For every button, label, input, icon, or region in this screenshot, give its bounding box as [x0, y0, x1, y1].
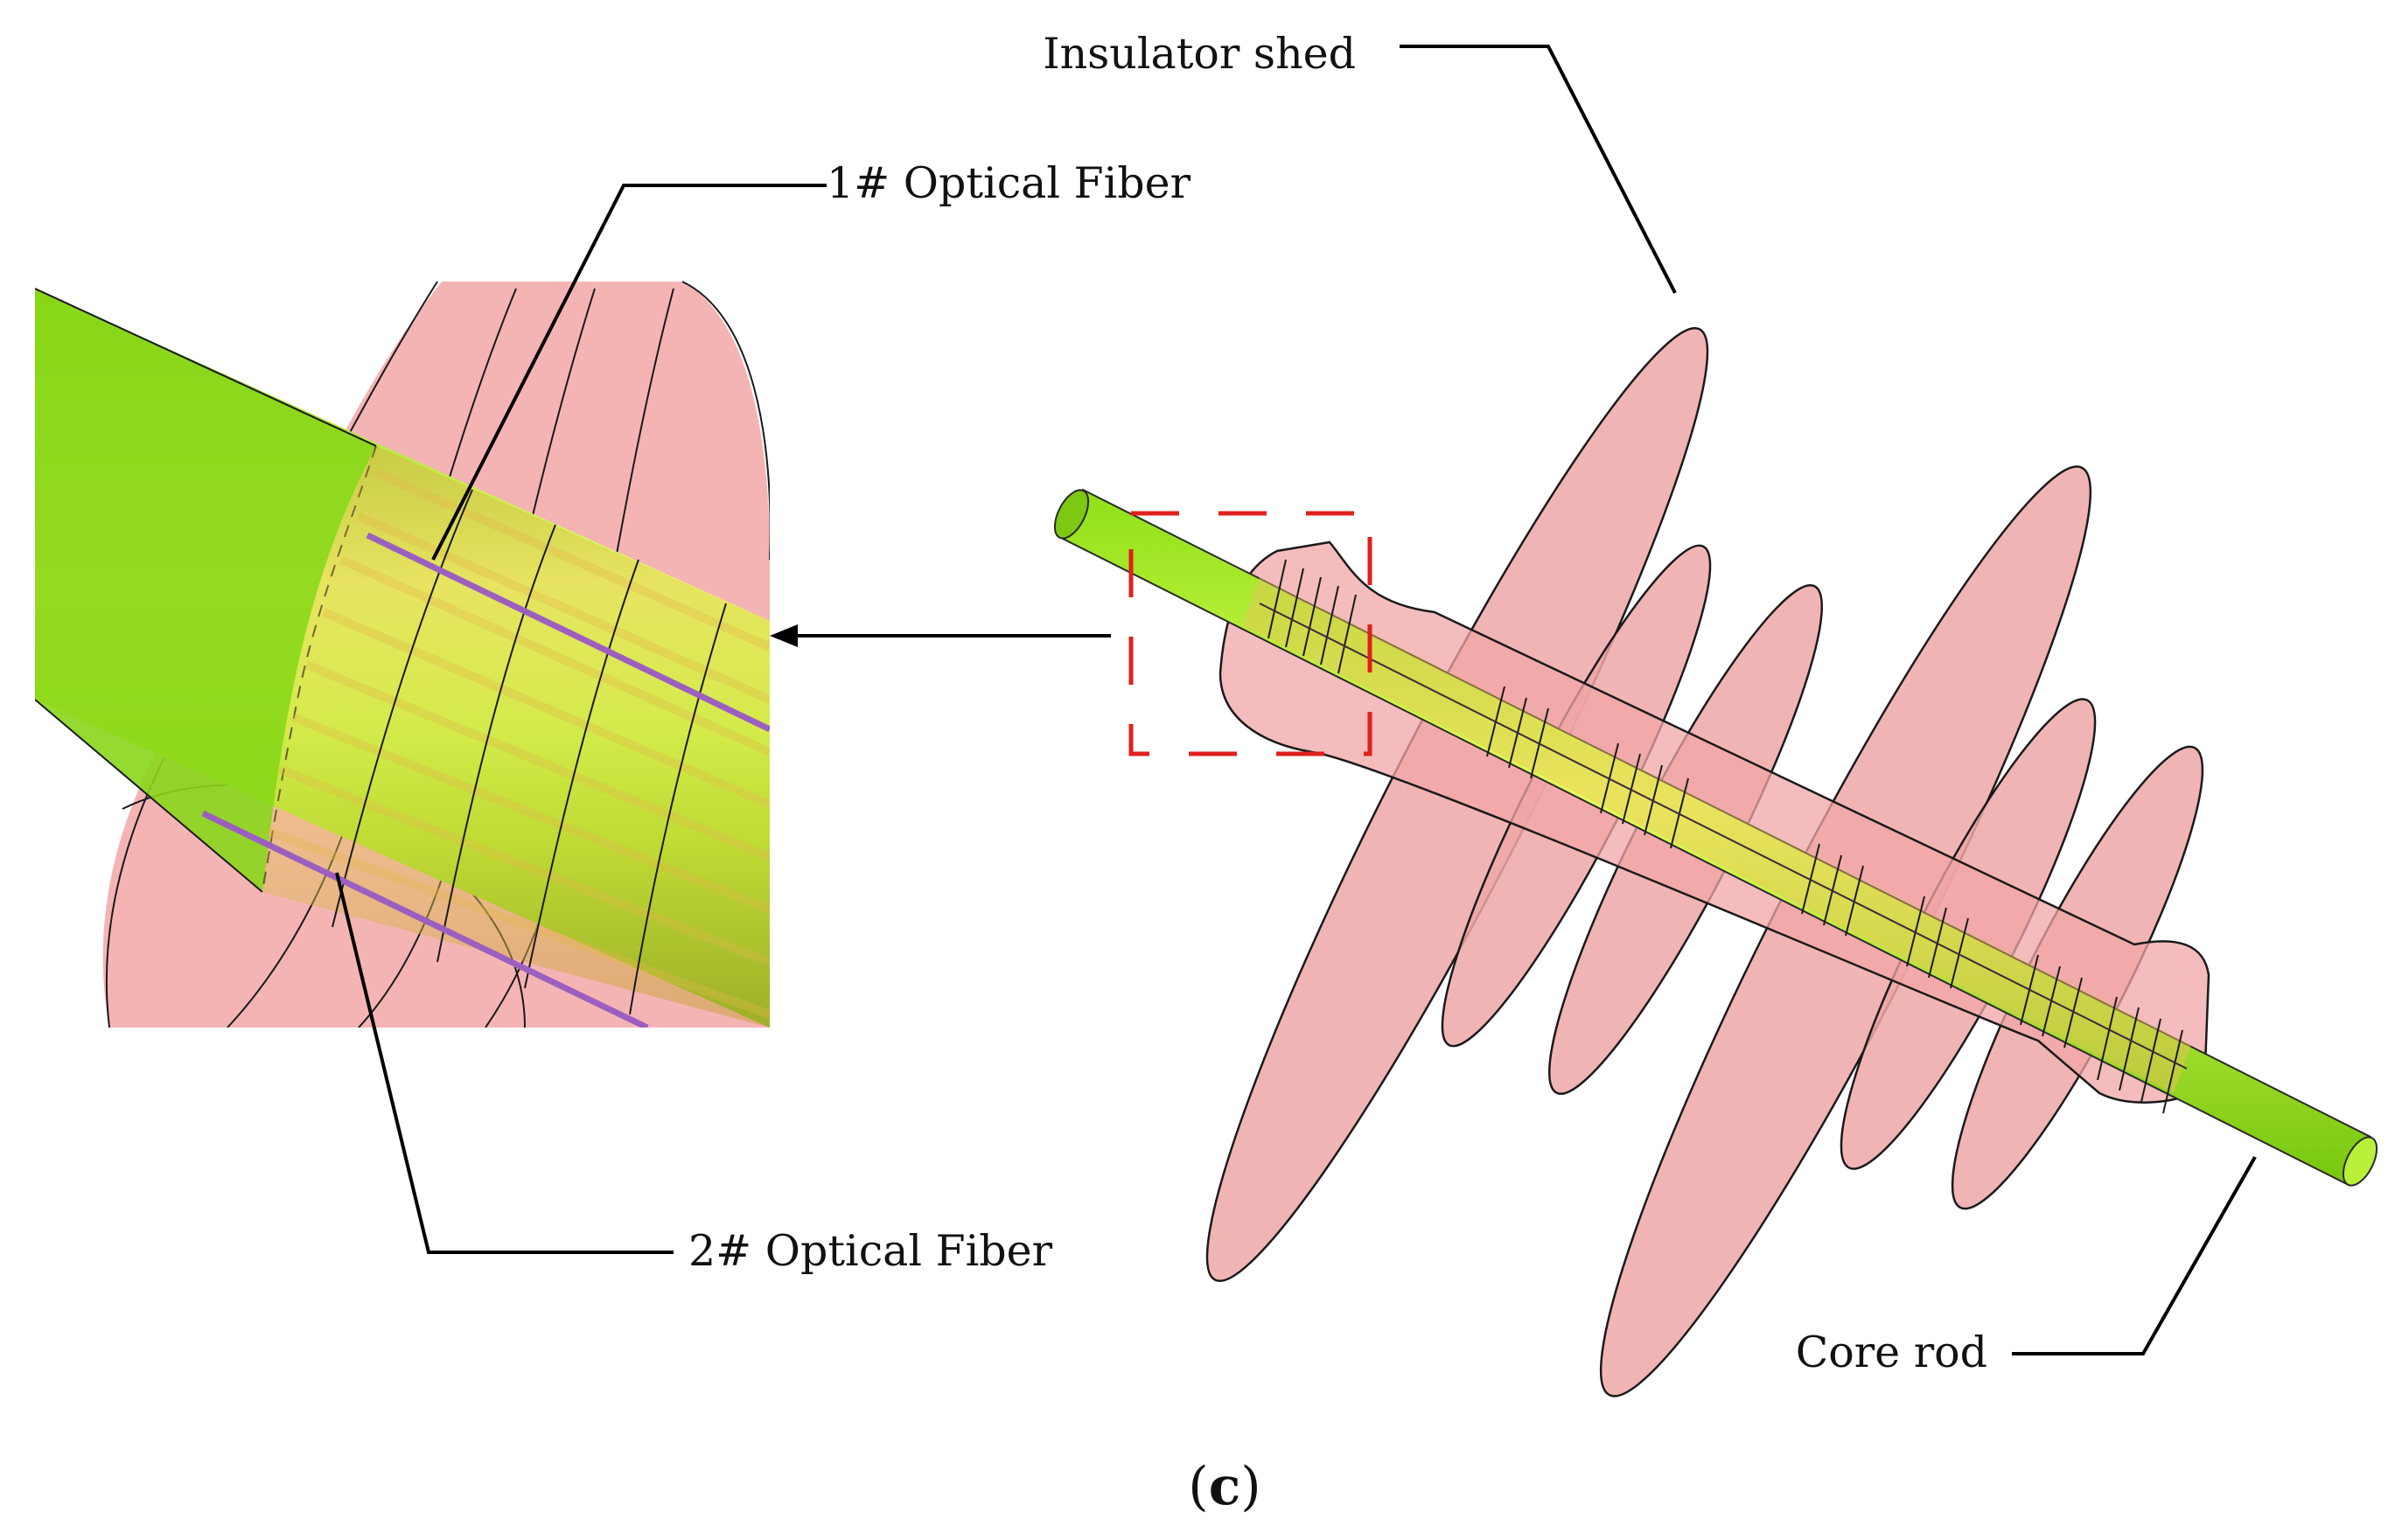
label-insulator-shed: Insulator shed: [1043, 29, 1356, 79]
zoom-rod-top-edge: [35, 288, 377, 447]
zoom-rod-bottom-edge: [35, 699, 263, 893]
insulator-full-view: [1053, 327, 2378, 1397]
core-rod-end-left: [1053, 489, 1090, 540]
zoom-region-box: [1128, 511, 1372, 756]
callout-insulator-shed: Insulator shed: [1043, 29, 1677, 294]
zoom-sleeve-rings: [332, 489, 727, 1015]
insulator-fiber-line: [1259, 603, 2188, 1070]
callout-core-rod: Core rod: [1796, 1156, 2257, 1377]
callout-fiber-1: 1# Optical Fiber: [431, 158, 1191, 561]
zoom-arrow: [770, 624, 1111, 647]
insulator-sleeve-band: [1242, 577, 2191, 1093]
zoom-fiber-1: [366, 532, 770, 733]
label-core-rod: Core rod: [1796, 1327, 1987, 1377]
caption-open-paren: (: [1188, 1456, 1208, 1517]
zoom-rod-end-face: [35, 289, 376, 892]
core-rod-end-right: [2342, 1136, 2378, 1187]
zoom-sleeve-stripes: [265, 468, 770, 1019]
zoom-sleeve: [262, 446, 770, 1028]
zoom-fiber-2: [201, 810, 649, 1028]
caption-letter: c: [1209, 1456, 1241, 1517]
label-fiber-2: 2# Optical Fiber: [688, 1226, 1053, 1276]
callout-fiber-2: 2# Optical Fiber: [335, 872, 1053, 1276]
figure-caption: (c): [1188, 1456, 1260, 1517]
zoom-detail-view: [35, 281, 770, 1028]
label-fiber-1: 1# Optical Fiber: [827, 158, 1191, 208]
caption-close-paren: ): [1240, 1456, 1260, 1517]
